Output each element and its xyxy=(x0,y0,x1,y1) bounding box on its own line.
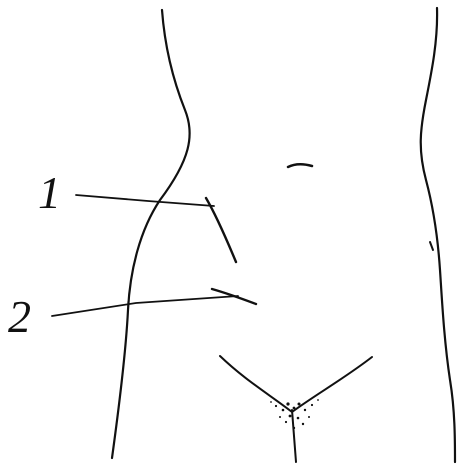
flank-tick-mark xyxy=(430,242,433,250)
pubic-stippling xyxy=(270,399,319,429)
incision-1 xyxy=(206,198,236,262)
umbilicus-mark xyxy=(288,164,312,167)
callout-label-2: 2 xyxy=(8,291,31,342)
lower-midline xyxy=(292,410,296,462)
leader-line-2 xyxy=(52,296,238,316)
right-torso-outline xyxy=(421,8,455,462)
left-torso-outline xyxy=(112,10,190,458)
groin-curve xyxy=(220,356,372,412)
callout-label-1: 1 xyxy=(38,167,61,218)
leader-line-1 xyxy=(76,195,214,206)
